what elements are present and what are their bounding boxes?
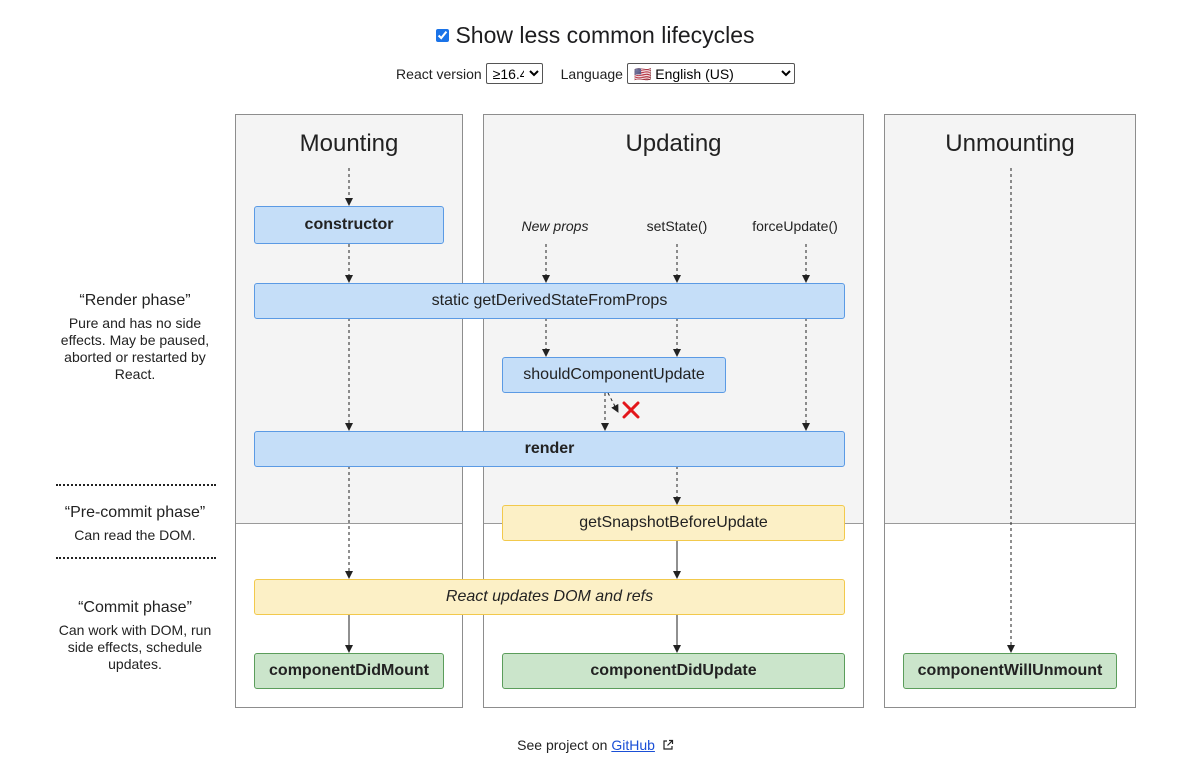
get-derived-state-from-props-box[interactable]: static getDerivedStateFromProps — [254, 283, 845, 319]
constructor-box[interactable]: constructor — [254, 206, 444, 244]
external-link-icon — [663, 739, 673, 750]
unmounting-render-area — [885, 115, 1135, 524]
github-link[interactable]: GitHub — [611, 737, 655, 753]
trigger-new-props: New props — [521, 218, 589, 234]
mounting-title: Mounting — [299, 130, 399, 157]
get-snapshot-before-update-box[interactable]: getSnapshotBeforeUpdate — [502, 505, 845, 541]
settings-row: React version ≥16.4 Language 🇺🇸 English … — [0, 63, 1191, 84]
render-phase-title: “Render phase” — [79, 292, 191, 309]
react-updates-dom-box: React updates DOM and refs — [254, 579, 845, 615]
component-will-unmount-box[interactable]: componentWillUnmount — [903, 653, 1117, 689]
language-select[interactable]: 🇺🇸 English (US) — [626, 63, 795, 84]
show-less-common-label[interactable]: Show less common lifecycles — [455, 22, 755, 48]
render-box[interactable]: render — [254, 431, 845, 467]
precommit-phase-description: Can read the DOM. — [74, 527, 196, 543]
language-label: Language — [560, 65, 623, 82]
lifecycle-toggle-row: Show less common lifecycles — [0, 22, 1191, 49]
updating-title: Updating — [625, 130, 722, 157]
phase-separator-bottom — [56, 557, 216, 559]
react-version-select[interactable]: ≥16.4 — [485, 63, 543, 84]
component-did-update-box[interactable]: componentDidUpdate — [502, 653, 845, 689]
phase-separator-top — [56, 484, 216, 486]
precommit-phase-title: “Pre-commit phase” — [64, 504, 206, 521]
arrow-scu-to-cancel — [607, 392, 619, 413]
commit-phase-title: “Commit phase” — [78, 599, 192, 616]
commit-phase-description: Can work with DOM, run side effects, sch… — [58, 622, 212, 672]
unmounting-title: Unmounting — [945, 130, 1075, 157]
show-less-common-checkbox[interactable] — [436, 29, 450, 42]
cancel-x-icon — [622, 401, 640, 419]
footer-text: See project on — [517, 737, 612, 753]
trigger-force-update: forceUpdate() — [752, 218, 838, 234]
trigger-set-state: setState() — [646, 218, 708, 234]
render-phase-description: Pure and has no side effects. May be pau… — [60, 315, 210, 382]
component-did-mount-box[interactable]: componentDidMount — [254, 653, 444, 689]
unmounting-column: Unmounting — [884, 114, 1136, 708]
react-version-label: React version — [396, 65, 482, 82]
footer: See project on GitHub — [0, 737, 1191, 753]
should-component-update-box[interactable]: shouldComponentUpdate — [502, 357, 726, 393]
